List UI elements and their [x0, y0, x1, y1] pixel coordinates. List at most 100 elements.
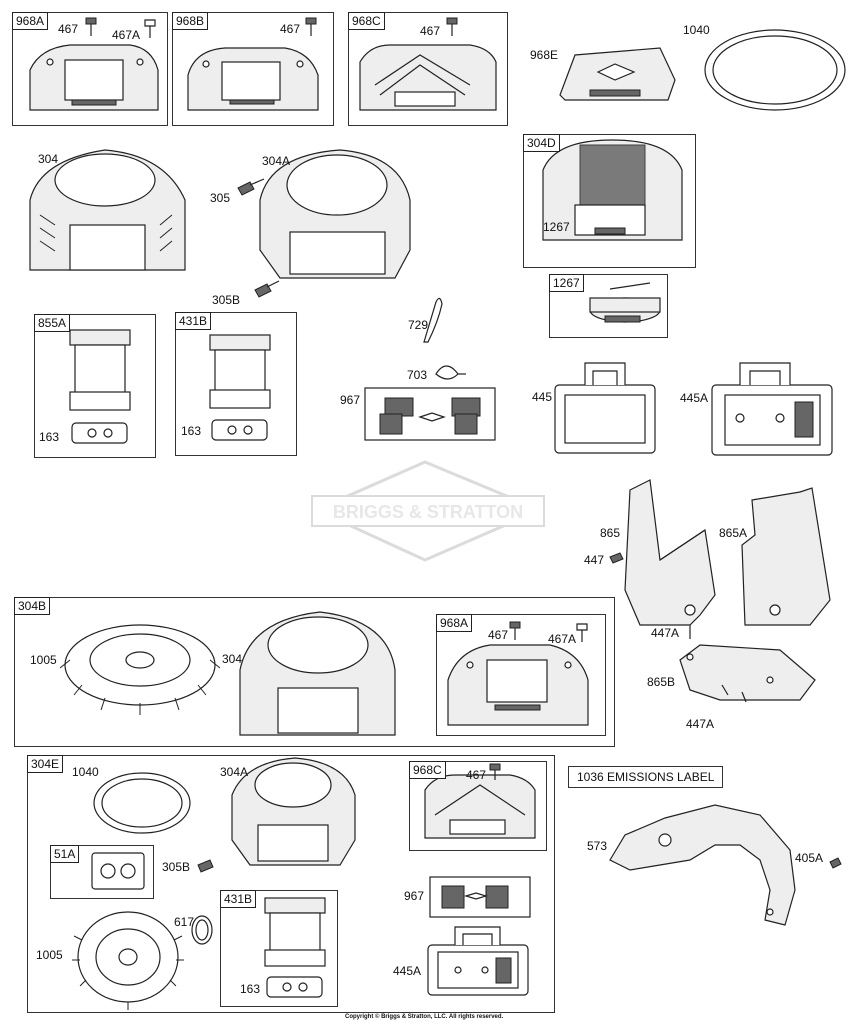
group-box-304b	[14, 597, 615, 747]
part-163-gasket[interactable]	[266, 976, 323, 998]
part-467a-screw[interactable]	[576, 623, 588, 642]
part-467a-screw[interactable]	[144, 19, 156, 38]
label-163: 163	[39, 430, 60, 444]
part-967-air-filter[interactable]	[429, 876, 531, 918]
emissions-label-tag: 1036 EMISSIONS LABEL	[568, 766, 724, 788]
part-1005-fan[interactable]	[72, 911, 184, 1010]
part-304a-blower-housing[interactable]	[259, 149, 411, 279]
tag-304b: 304B	[14, 597, 51, 615]
part-447-bolt[interactable]	[609, 552, 624, 564]
tag-968c: 968C	[348, 12, 385, 30]
part-304-blower-housing[interactable]	[29, 149, 186, 271]
label-967: 967	[404, 889, 425, 903]
group-box-304d	[523, 134, 696, 268]
part-305b-bolt[interactable]	[254, 280, 280, 298]
label-304a: 304A	[220, 765, 249, 779]
part-304d-blower-housing[interactable]	[542, 139, 683, 241]
group-box-431b	[175, 312, 297, 456]
tag-968b: 968B	[172, 12, 209, 30]
part-968a-cover[interactable]	[447, 644, 589, 726]
label-467: 467	[58, 22, 79, 36]
label-445: 445	[532, 390, 553, 404]
part-163-gasket[interactable]	[211, 419, 268, 441]
part-447a-screws[interactable]	[721, 684, 747, 703]
group-box-968a	[12, 12, 168, 126]
part-305b-bolt[interactable]	[197, 859, 214, 873]
label-447a: 447A	[651, 626, 680, 640]
tag-1267: 1267	[549, 274, 584, 292]
part-431b-bracket[interactable]	[209, 334, 271, 409]
part-865b-baffle[interactable]	[679, 644, 816, 701]
part-51a-gasket[interactable]	[91, 852, 145, 890]
label-617: 617	[174, 915, 195, 929]
part-968c-cover[interactable]	[424, 774, 536, 839]
part-865-shroud[interactable]	[624, 479, 716, 626]
part-445a-filter-frame[interactable]	[711, 362, 833, 456]
part-467-screw[interactable]	[305, 17, 317, 36]
part-968c-cover[interactable]	[359, 44, 497, 111]
part-304a-blower-housing[interactable]	[231, 757, 356, 866]
tag-304e: 304E	[27, 755, 64, 773]
label-304: 304	[38, 152, 59, 166]
label-729: 729	[408, 318, 429, 332]
part-445a-filter-frame[interactable]	[427, 926, 529, 996]
part-445-filter-frame[interactable]	[554, 362, 656, 454]
part-703-clip[interactable]	[435, 365, 466, 380]
group-box-431b-inner	[220, 890, 338, 1007]
group-box-968c-inner	[409, 761, 547, 851]
part-1267-grille[interactable]	[589, 282, 661, 323]
part-163-gasket[interactable]	[71, 422, 128, 444]
label-865b: 865B	[647, 675, 676, 689]
part-729-link[interactable]	[423, 297, 443, 343]
label-1040: 1040	[683, 23, 710, 37]
part-467-screw[interactable]	[446, 17, 458, 36]
group-box-968a-inner	[436, 614, 606, 736]
part-573-bracket[interactable]	[609, 804, 796, 926]
label-447: 447	[584, 553, 605, 567]
label-1040: 1040	[72, 765, 99, 779]
part-865a-shroud[interactable]	[741, 487, 831, 626]
tag-51a: 51A	[50, 845, 80, 863]
part-467-screw[interactable]	[509, 621, 521, 640]
part-968a-cover[interactable]	[29, 44, 159, 111]
label-865: 865	[600, 526, 621, 540]
group-box-1267	[549, 274, 668, 338]
part-405a-screw[interactable]	[829, 857, 842, 869]
part-467-screw[interactable]	[85, 17, 97, 36]
copyright-notice: Copyright © Briggs & Stratton, LLC. All …	[345, 1014, 504, 1020]
label-467: 467	[280, 22, 301, 36]
part-968b-cover[interactable]	[187, 47, 319, 111]
part-967-air-filter[interactable]	[364, 387, 496, 441]
label-305b: 305B	[162, 860, 191, 874]
label-445a: 445A	[680, 391, 709, 405]
label-865a: 865A	[719, 526, 748, 540]
tag-431b: 431B	[175, 312, 212, 330]
label-1005: 1005	[36, 948, 63, 962]
tag-431b-inner: 431B	[220, 890, 257, 908]
part-855a-bracket[interactable]	[69, 329, 131, 411]
label-1267: 1267	[543, 220, 570, 234]
label-467: 467	[466, 768, 487, 782]
part-617-seal[interactable]	[191, 915, 213, 945]
part-1040-ring[interactable]	[93, 772, 191, 834]
part-1005-fan[interactable]	[59, 624, 221, 715]
part-431b-bracket[interactable]	[264, 897, 326, 967]
tag-304d: 304D	[523, 134, 560, 152]
part-467-screw[interactable]	[489, 763, 501, 780]
part-968e-cover[interactable]	[559, 47, 676, 101]
label-304: 304	[222, 652, 243, 666]
part-304-blower-housing[interactable]	[239, 611, 396, 736]
tag-855a: 855A	[34, 314, 71, 332]
group-box-968c	[348, 12, 508, 126]
tag-968a-inner: 968A	[436, 614, 473, 632]
label-305: 305	[210, 191, 231, 205]
label-467: 467	[420, 24, 441, 38]
label-163: 163	[181, 424, 202, 438]
part-305-bolt[interactable]	[237, 178, 265, 196]
part-1267-badge[interactable]	[594, 227, 626, 235]
label-573: 573	[587, 839, 608, 853]
part-1040-ring[interactable]	[704, 29, 846, 111]
label-305b: 305B	[212, 293, 241, 307]
label-467a: 467A	[548, 632, 577, 646]
